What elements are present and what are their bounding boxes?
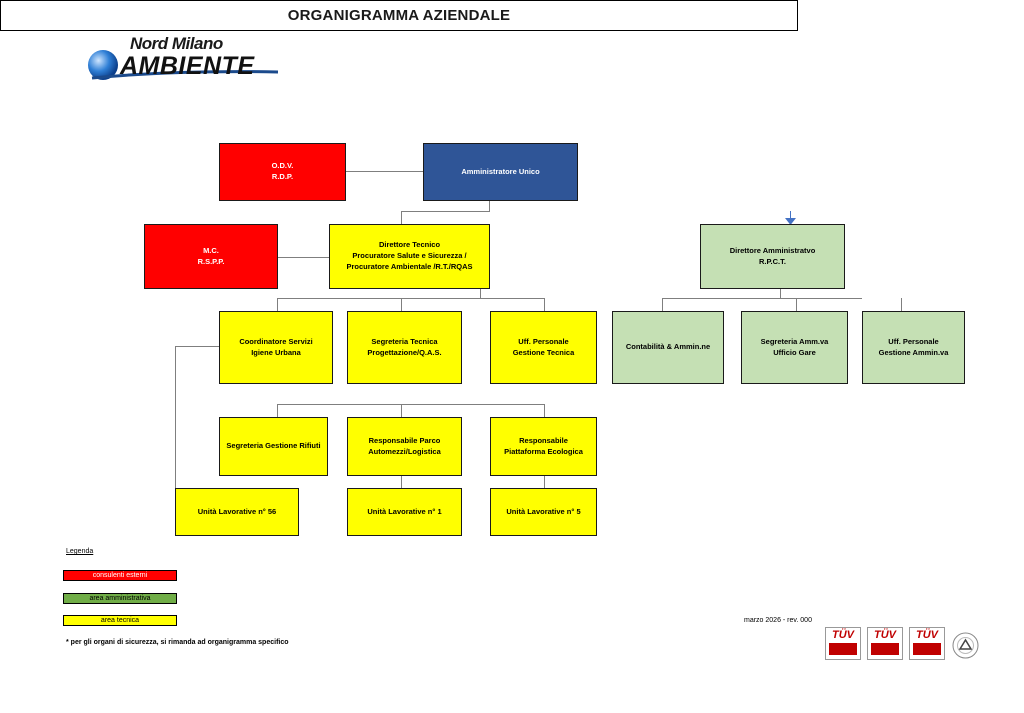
box-unita-lavorative-56: Unità Lavorative n° 56	[175, 488, 299, 536]
page-title: ORGANIGRAMMA AZIENDALE	[0, 0, 798, 31]
tuv-cert-badge: TÜV	[909, 627, 945, 660]
tuv-cert-badge: TÜV	[867, 627, 903, 660]
arrow-down-icon	[785, 218, 796, 225]
legend-heading: Legenda	[66, 548, 94, 555]
legend-item-consulenti: consulenti esterni	[63, 570, 177, 581]
tuv-mark: TÜV	[916, 629, 938, 641]
box-unita-lavorative-1: Unità Lavorative n° 1	[347, 488, 462, 536]
tuv-mark: TÜV	[874, 629, 896, 641]
tuv-cert-badge: TÜV	[825, 627, 861, 660]
box-amministratore-unico: Amministratore Unico	[423, 143, 578, 201]
box-direttore-amministrativo: Direttore Amministratvo R.P.C.T.	[700, 224, 845, 289]
box-coordinatore-servizi: Coordinatore Servizi Igiene Urbana	[219, 311, 333, 384]
logo-line2: AMBIENTE	[120, 52, 255, 80]
legend-item-tecnica: area tecnica	[63, 615, 177, 626]
box-uff-personale-tecnica: Uff. Personale Gestione Tecnica	[490, 311, 597, 384]
box-odv: O.D.V. R.D.P.	[219, 143, 346, 201]
box-contabilita: Contabilità & Ammin.ne	[612, 311, 724, 384]
globe-icon	[88, 50, 118, 80]
box-segreteria-tecnica: Segreteria Tecnica Progettazione/Q.A.S.	[347, 311, 462, 384]
box-uff-personale-amministrativa: Uff. Personale Gestione Ammin.va	[862, 311, 965, 384]
box-direttore-tecnico: Direttore Tecnico Procuratore Salute e S…	[329, 224, 490, 289]
logo-graphic	[88, 50, 279, 80]
logo-line1: Nord Milano	[130, 34, 223, 53]
legend-item-amministrativa: area amministrativa	[63, 593, 177, 604]
box-segreteria-amministrativa: Segreteria Amm.va Ufficio Gare	[741, 311, 848, 384]
tuv-mark: TÜV	[832, 629, 854, 641]
box-responsabile-piattaforma: Responsabile Piattaforma Ecologica	[490, 417, 597, 476]
revision-label: marzo 2026 - rev. 000	[744, 617, 812, 624]
accredia-seal-icon	[952, 632, 979, 659]
company-logo: Nord Milano AMBIENTE	[86, 34, 286, 90]
box-unita-lavorative-5: Unità Lavorative n° 5	[490, 488, 597, 536]
box-responsabile-parco: Responsabile Parco Automezzi/Logistica	[347, 417, 462, 476]
box-mc-rspp: M.C. R.S.P.P.	[144, 224, 278, 289]
box-segreteria-gestione-rifiuti: Segreteria Gestione Rifiuti	[219, 417, 328, 476]
legend-note: * per gli organi di sicurezza, si rimand…	[66, 639, 289, 646]
